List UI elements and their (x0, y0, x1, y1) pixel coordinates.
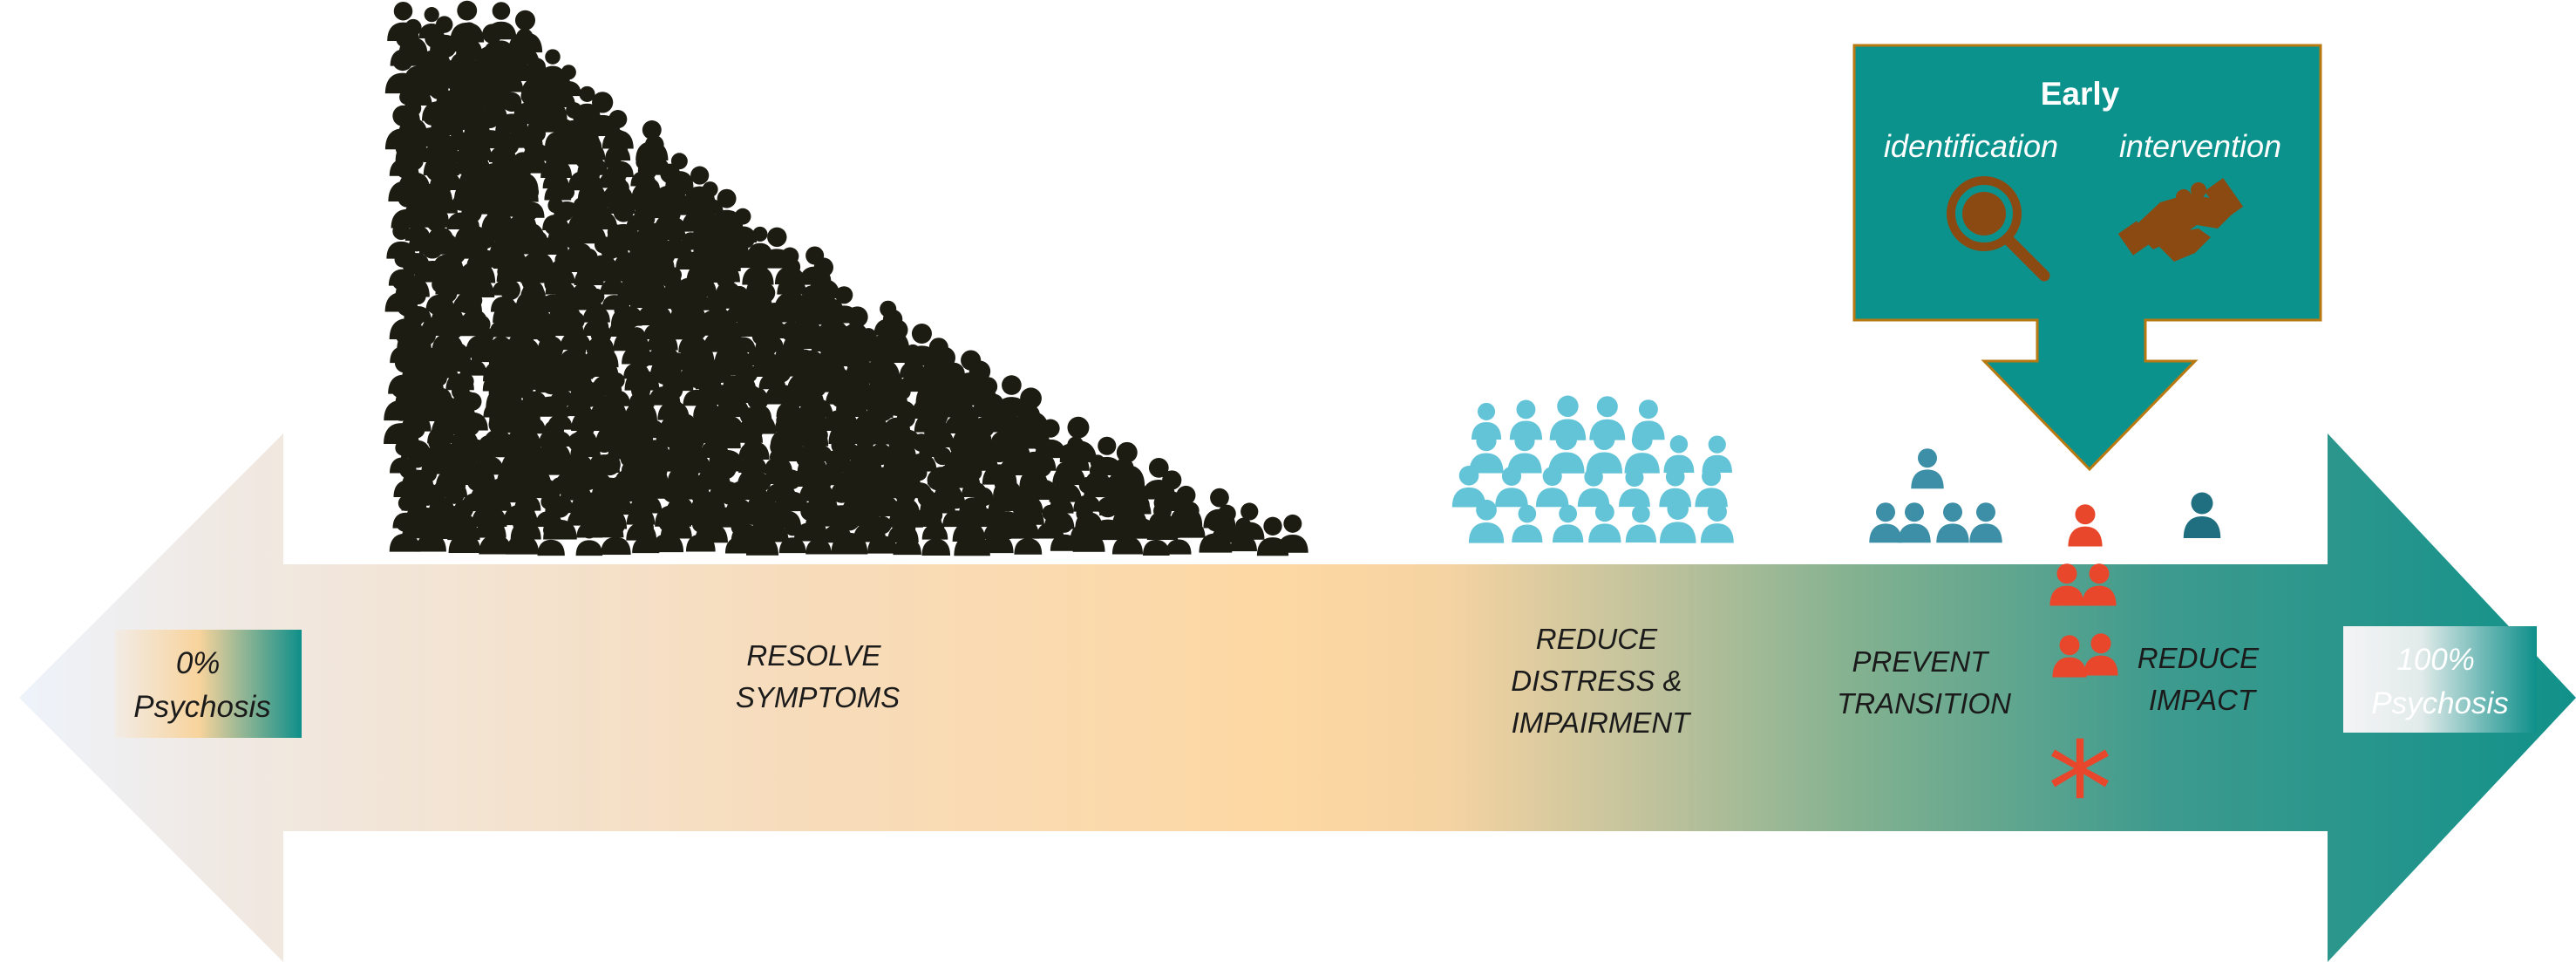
distress-impairment-crowd (1451, 395, 1734, 543)
right-end-line1: 100% (2396, 643, 2475, 677)
person-icon (1911, 448, 1944, 489)
person-icon (1869, 502, 1902, 543)
person-icon (1695, 467, 1728, 508)
stage-resolve-symptoms: RESOLVE SYMPTOMS (736, 639, 900, 713)
stage-distress-line1: REDUCE (1536, 623, 1658, 655)
person-icon (1619, 468, 1650, 508)
svg-text:0% Psychosis: 0% Psychosis (133, 646, 271, 724)
person-icon (1663, 435, 1695, 474)
left-end-line2: Psychosis (133, 690, 271, 724)
person-icon (1969, 502, 2002, 543)
person-icon (1553, 504, 1584, 543)
callout-intervention-label: intervention (2119, 128, 2281, 164)
spectrum-arrow (19, 433, 2576, 962)
handshake-icon (2117, 178, 2244, 262)
right-end-line2: Psychosis (2371, 686, 2509, 720)
svg-text:100% Psychosis: 100% Psychosis (2371, 643, 2509, 720)
person-icon (1936, 502, 1969, 543)
person-icon (2183, 492, 2221, 538)
stage-reduce-impact: REDUCE IMPACT (2138, 642, 2267, 716)
stage-reduce-distress: REDUCE DISTRESS & IMPAIRMENT (1511, 623, 1692, 739)
person-icon (486, 2, 517, 40)
stage-impact-line2: IMPACT (2149, 684, 2258, 716)
callout-box (1852, 44, 2322, 472)
reduce-impact-single (2183, 492, 2221, 538)
person-icon (1702, 435, 1732, 473)
stage-prevent-transition: PREVENT TRANSITION (1837, 645, 2011, 720)
prevent-transition-group (1869, 448, 2002, 543)
person-icon (1700, 501, 1734, 543)
person-icon (1512, 504, 1543, 543)
stage-impact-line1: REDUCE (2138, 642, 2260, 674)
stage-resolve-line1: RESOLVE (746, 639, 881, 672)
callout-title: Early (2041, 76, 2120, 112)
stage-distress-line2: DISTRESS & (1511, 665, 1682, 697)
stage-prevent-line1: PREVENT (1852, 645, 1990, 678)
callout-identification-label: identification (1884, 128, 2058, 164)
person-icon (1577, 467, 1610, 508)
right-end-label: 100% Psychosis (2343, 626, 2537, 733)
person-icon (1588, 502, 1621, 543)
resolve-symptoms-crowd (384, 0, 1308, 556)
person-icon (2068, 504, 2103, 547)
person-icon (1898, 502, 1931, 543)
asterisk-marker: * (2048, 715, 2113, 867)
left-end-label: 0% Psychosis (115, 630, 302, 738)
person-icon (1625, 504, 1656, 543)
early-intervention-callout: Early identification intervention (1852, 44, 2322, 472)
person-icon (1277, 514, 1308, 553)
person-icon (450, 0, 485, 43)
left-end-line1: 0% (176, 646, 221, 680)
stage-distress-line3: IMPAIRMENT (1512, 706, 1693, 739)
magnifying-glass-icon (1947, 176, 2050, 282)
stage-resolve-line2: SYMPTOMS (736, 681, 900, 713)
stage-prevent-line2: TRANSITION (1837, 687, 2011, 720)
